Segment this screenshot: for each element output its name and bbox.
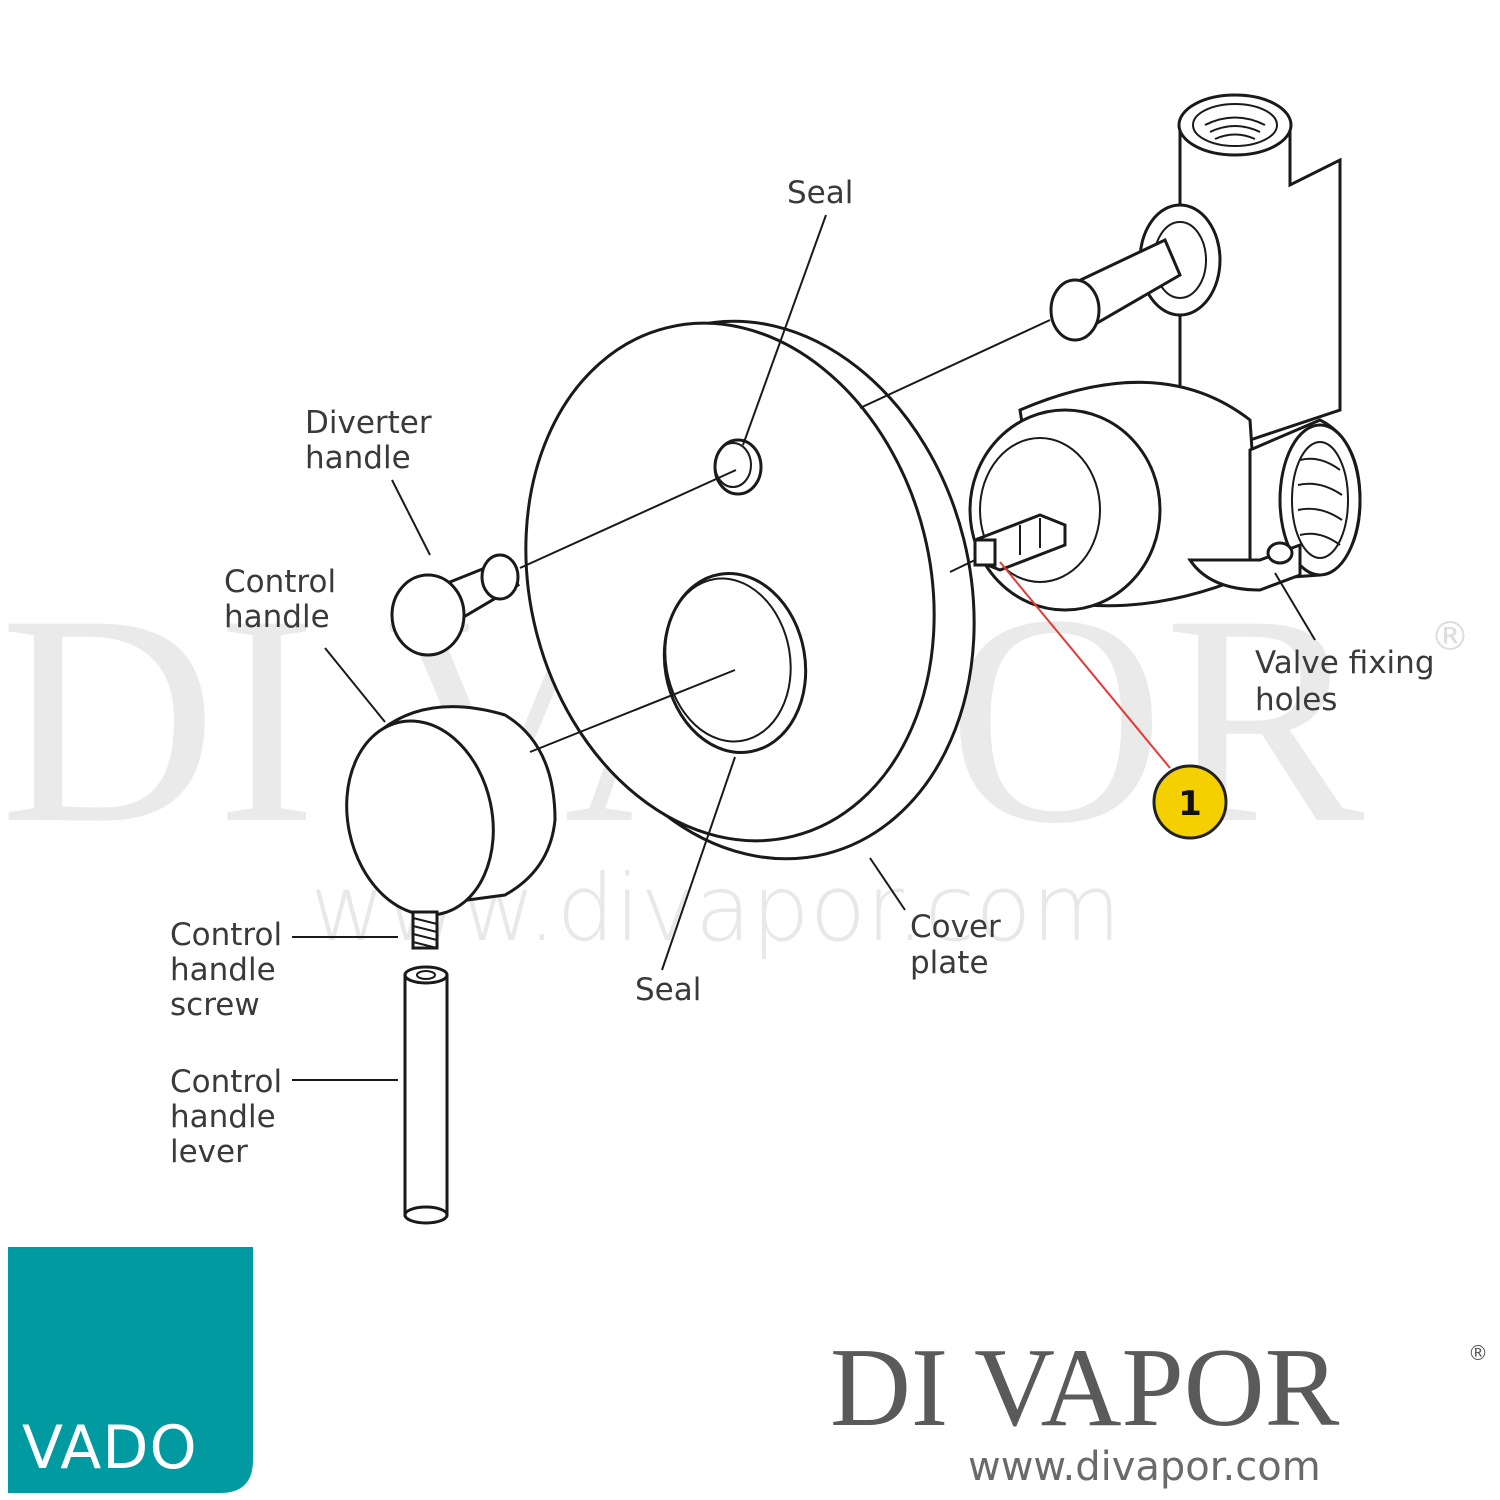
label-control-handle-screw-line3: screw [170,987,260,1023]
leader-lines [292,214,1316,1081]
callout-badge[interactable] [1152,764,1228,840]
divapor-brand-registered: ® [1468,1341,1488,1365]
assembly-lines [519,319,1051,753]
label-cover-plate-line1: Cover [910,909,1001,945]
control-handle [345,705,557,917]
valve-body [968,93,1362,612]
label-control-handle-lever-line3: lever [170,1134,248,1170]
vado-logo: VADO [8,1247,253,1493]
callout-1[interactable]: 1 [999,561,1228,840]
label-control-handle-line1: Control [224,564,336,600]
label-cover-plate-line2: plate [910,945,989,981]
label-diverter-handle-line1: Diverter [305,405,432,441]
label-control-handle-screw-line2: handle [170,952,276,988]
divapor-brand: DI VAPOR ® www.divapor.com [830,1326,1488,1490]
divapor-brand-url: www.divapor.com [968,1444,1321,1490]
diverter-handle [390,553,520,657]
label-control-handle-lever-line1: Control [170,1064,282,1100]
callout-number: 1 [1178,784,1202,824]
labels: Seal Diverter handle Control handle Valv… [170,175,1435,1170]
callout-leader-line [999,561,1171,769]
vado-logo-text: VADO [22,1413,198,1483]
watermark-registered: ® [1430,614,1470,660]
label-control-handle-line2: handle [224,599,330,635]
control-handle-screw [411,910,439,950]
control-handle-lever [403,965,449,1225]
label-seal-bottom: Seal [635,972,701,1008]
label-valve-fixing-holes-line1: Valve fixing [1255,645,1435,681]
label-control-handle-lever-line2: handle [170,1099,276,1135]
cover-plate [524,319,976,861]
label-diverter-handle-line2: handle [305,440,411,476]
label-control-handle-screw-line1: Control [170,917,282,953]
vado-logo-badge [8,1247,253,1493]
label-valve-fixing-holes-line2: holes [1255,682,1337,718]
label-seal-top: Seal [787,175,853,211]
divapor-brand-name: DI VAPOR [830,1326,1340,1450]
